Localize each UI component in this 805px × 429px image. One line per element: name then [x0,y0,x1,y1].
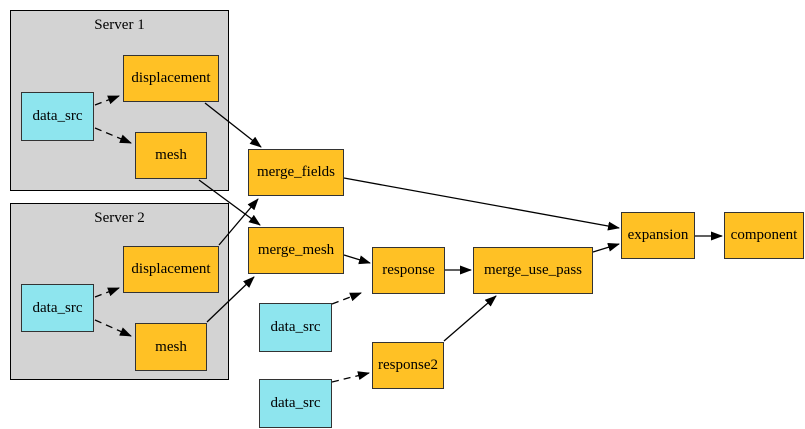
node-mesh-server2: mesh [135,323,207,371]
edge-merge-mesh-to-response [343,254,371,265]
node-merge-use-pass: merge_use_pass [473,247,593,294]
edge-s1-displacement-to-merge-fields [204,102,262,148]
edge-merge-fields-to-expansion [343,177,620,231]
node-data-src-4: data_src [259,379,332,428]
node-displacement-server1: displacement [123,55,219,102]
node-expansion: expansion [621,212,695,259]
edge-s1-mesh-to-merge-mesh [198,179,261,226]
edge-merge-use-pass-to-expansion [592,242,620,253]
edge-s2-mesh-to-merge-mesh [206,276,255,323]
node-data-src-server2: data_src [21,284,94,332]
node-mesh-server1: mesh [135,132,207,179]
node-component: component [724,212,804,259]
node-response2: response2 [372,342,444,389]
edge-data-src-3-to-response [331,292,362,305]
cluster-server1-label: Server 1 [94,17,145,33]
node-displacement-server2: displacement [123,246,219,293]
edge-s2-displacement-to-merge-fields [218,198,259,246]
edge-response2-to-merge-use-pass [443,295,497,342]
node-merge-fields: merge_fields [248,149,344,196]
cluster-server2-label: Server 2 [94,210,145,226]
edge-data-src-4-to-response2 [331,371,370,383]
node-response: response [372,247,445,294]
node-merge-mesh: merge_mesh [248,227,344,274]
node-data-src-3: data_src [259,303,332,352]
edge-s1-data-src-to-mesh [94,127,132,144]
edge-s2-data-src-to-mesh [94,319,132,337]
edge-s1-data-src-to-displacement [94,95,120,106]
edge-s2-data-src-to-displacement [94,287,120,298]
node-data-src-server1: data_src [21,92,94,141]
